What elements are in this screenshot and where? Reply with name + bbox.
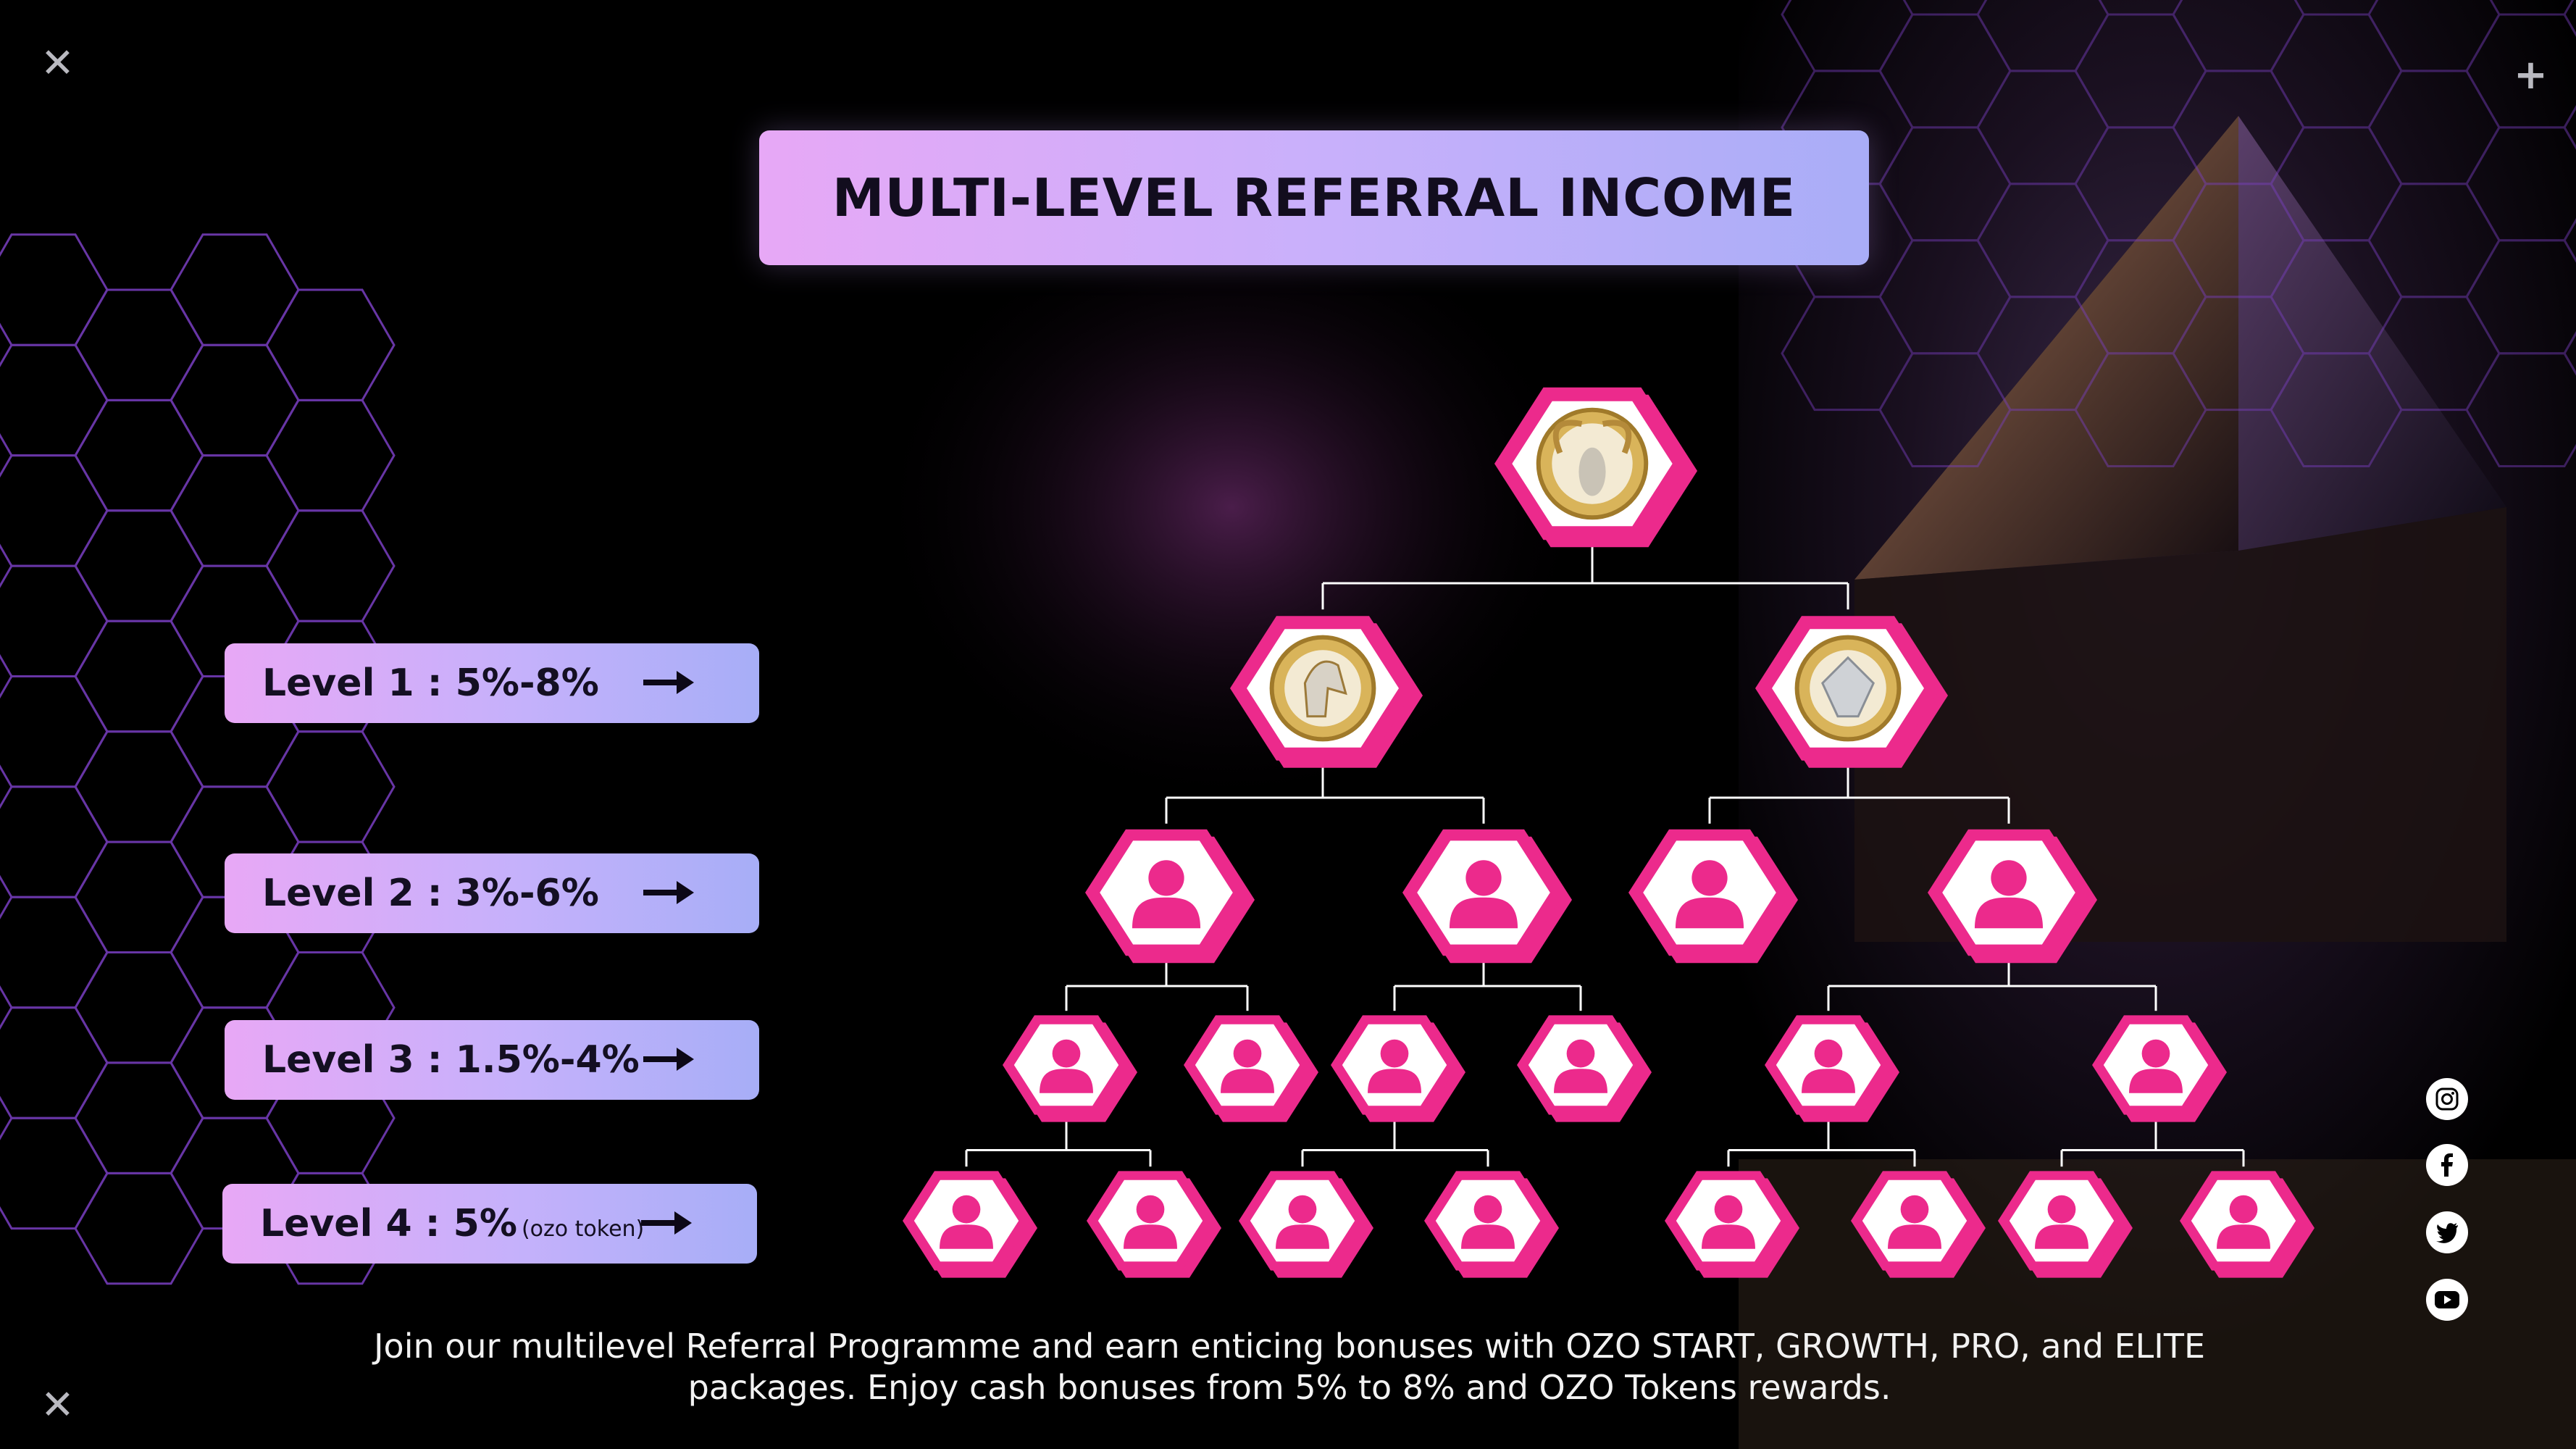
level-label: Level 1 : 5%-8% xyxy=(262,661,599,705)
level-label: Level 2 : 3%-6% xyxy=(262,872,599,915)
level-1-box: Level 1 : 5%-8% xyxy=(225,643,759,723)
tree-connector xyxy=(1393,961,1582,1011)
user-icon xyxy=(1132,860,1201,929)
page-title: MULTI-LEVEL REFERRAL INCOME xyxy=(832,167,1797,228)
level-2-box: Level 2 : 3%-6% xyxy=(225,853,759,933)
twitter-icon[interactable] xyxy=(2426,1211,2468,1253)
user-icon xyxy=(1449,860,1518,929)
tree-connector xyxy=(1321,546,1849,610)
level-3-box: Level 3 : 1.5%-4% xyxy=(225,1020,759,1100)
ram-emblem-icon xyxy=(1536,407,1649,520)
tree-connector xyxy=(2060,1119,2245,1167)
user-icon xyxy=(1675,860,1744,929)
tree-level4-node[interactable] xyxy=(1998,1171,2133,1278)
tree-connector xyxy=(1727,1119,1916,1167)
user-icon xyxy=(2035,1195,2088,1249)
tree-level3-node[interactable] xyxy=(1765,1015,1899,1122)
level-4-box: Level 4 : 5%(ozo token) xyxy=(222,1184,757,1264)
user-icon xyxy=(1702,1195,1755,1249)
footer-description: Join our multilevel Referral Programme a… xyxy=(373,1327,2206,1407)
tree-connector xyxy=(1708,767,2010,824)
user-icon xyxy=(1040,1039,1093,1093)
arrow-right-icon xyxy=(641,1211,692,1235)
tree-level1-node[interactable] xyxy=(1755,616,1948,768)
tree-root-node[interactable] xyxy=(1494,387,1697,548)
title-banner: MULTI-LEVEL REFERRAL INCOME xyxy=(759,130,1869,265)
youtube-icon[interactable] xyxy=(2426,1279,2468,1321)
plus-icon[interactable]: + xyxy=(2514,51,2548,99)
tree-level4-node[interactable] xyxy=(2180,1171,2314,1278)
user-icon xyxy=(1221,1039,1274,1093)
horse-emblem-icon xyxy=(1269,635,1376,742)
arrow-right-icon xyxy=(643,1048,694,1071)
user-icon xyxy=(1554,1039,1607,1093)
tree-connector xyxy=(1827,961,2157,1011)
tree-level4-node[interactable] xyxy=(1239,1171,1373,1278)
tree-connector xyxy=(1301,1119,1489,1167)
tree-level4-node[interactable] xyxy=(903,1171,1037,1278)
user-icon xyxy=(940,1195,993,1249)
tree-connector xyxy=(965,1119,1152,1167)
facebook-icon[interactable] xyxy=(2426,1144,2468,1186)
tree-level3-node[interactable] xyxy=(1184,1015,1318,1122)
close-icon[interactable]: ✕ xyxy=(41,1382,75,1429)
dragon-emblem-icon xyxy=(1794,635,1902,742)
tree-level4-node[interactable] xyxy=(1851,1171,1986,1278)
tree-level2-node[interactable] xyxy=(1085,829,1255,964)
tree-level4-node[interactable] xyxy=(1087,1171,1221,1278)
user-icon xyxy=(2129,1039,2183,1093)
tree-connector xyxy=(1065,961,1249,1011)
tree-connector xyxy=(1165,767,1485,824)
level-label: Level 4 : 5%(ozo token) xyxy=(260,1202,645,1245)
tree-level2-node[interactable] xyxy=(1928,829,2097,964)
tree-level3-node[interactable] xyxy=(2092,1015,2227,1122)
close-icon[interactable]: ✕ xyxy=(41,40,75,87)
arrow-right-icon xyxy=(643,881,694,904)
tree-level3-node[interactable] xyxy=(1003,1015,1137,1122)
arrow-right-icon xyxy=(643,671,694,694)
user-icon xyxy=(1802,1039,1855,1093)
tree-level1-node[interactable] xyxy=(1230,616,1423,768)
tree-level3-node[interactable] xyxy=(1331,1015,1465,1122)
tree-level4-node[interactable] xyxy=(1424,1171,1559,1278)
tree-level2-node[interactable] xyxy=(1628,829,1798,964)
user-icon xyxy=(1124,1195,1177,1249)
level-label: Level 3 : 1.5%-4% xyxy=(262,1038,640,1082)
user-icon xyxy=(1276,1195,1329,1249)
tree-level3-node[interactable] xyxy=(1517,1015,1652,1122)
user-icon xyxy=(2217,1195,2270,1249)
user-icon xyxy=(1368,1039,1421,1093)
tree-level2-node[interactable] xyxy=(1402,829,1572,964)
user-icon xyxy=(1974,860,2044,929)
tree-level4-node[interactable] xyxy=(1665,1171,1799,1278)
instagram-icon[interactable] xyxy=(2426,1078,2468,1120)
user-icon xyxy=(1888,1195,1941,1249)
user-icon xyxy=(1461,1195,1515,1249)
